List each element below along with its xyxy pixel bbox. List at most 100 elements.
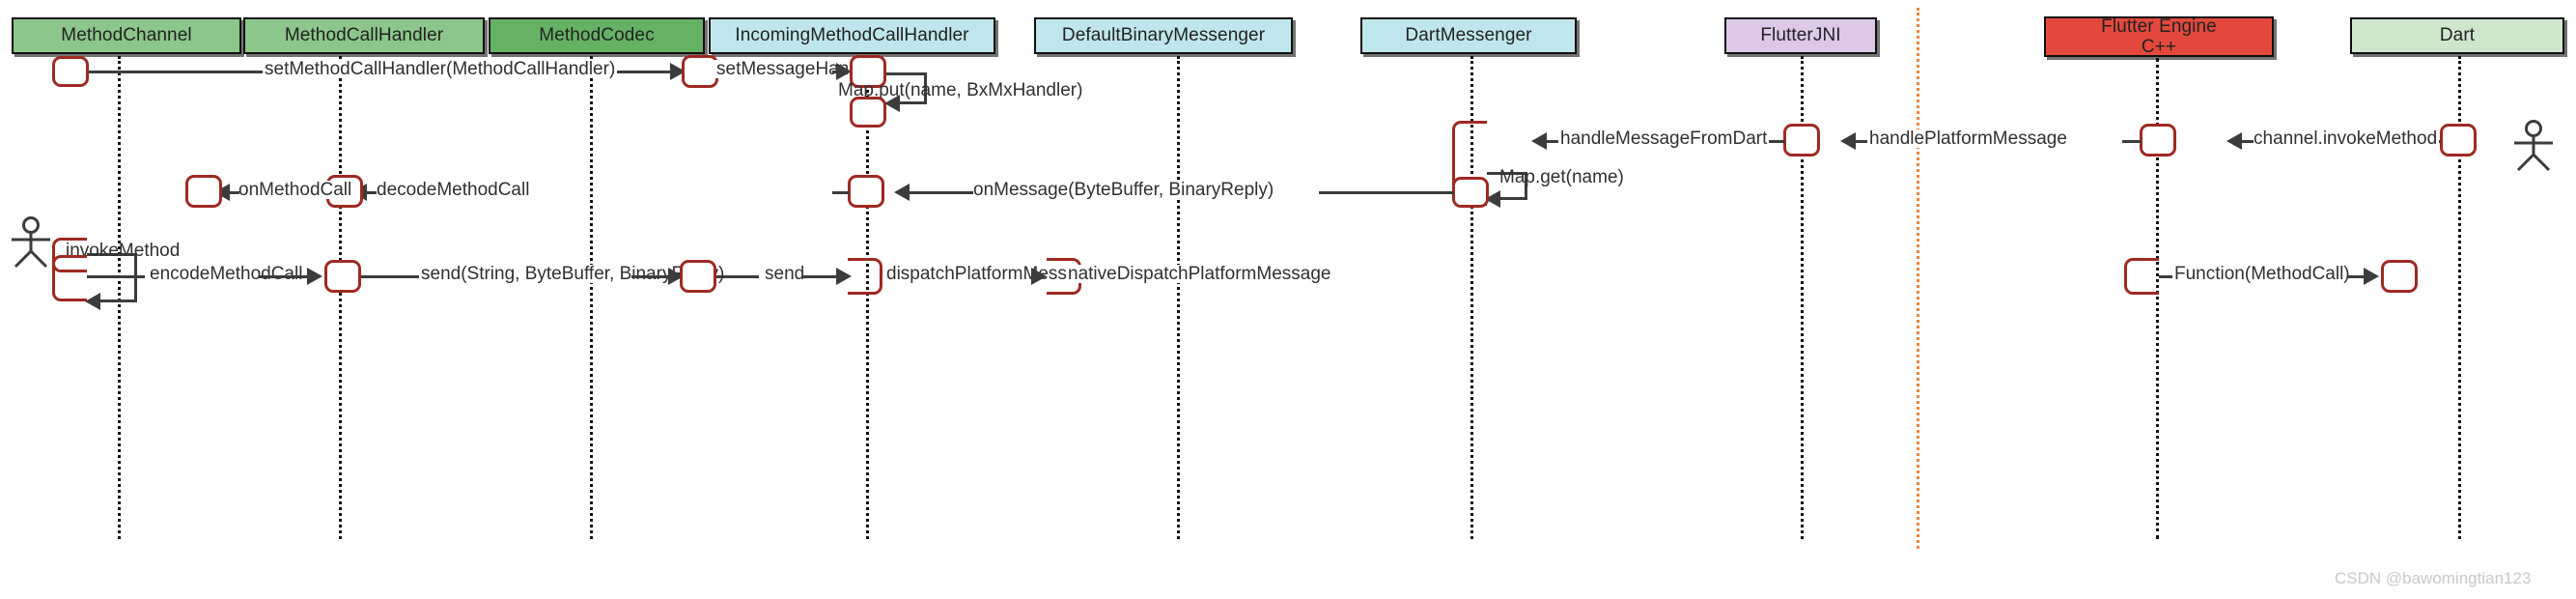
selfmsg-mapput-top bbox=[886, 72, 927, 75]
lifeline-flutterjni bbox=[1801, 56, 1804, 539]
lifeline-flutterengine bbox=[2156, 58, 2159, 539]
participant-label: MethodCodec bbox=[539, 25, 655, 46]
message-label-encodemethodcall: encodeMethodCall bbox=[148, 264, 305, 284]
participant-methodcodec[interactable]: MethodCodec bbox=[489, 17, 705, 54]
arrowhead-onmessage bbox=[894, 184, 910, 201]
message-label-send: send bbox=[763, 264, 807, 284]
activation-flutterengine-function[interactable] bbox=[2124, 258, 2159, 295]
arrowhead-handleplatformmessage bbox=[1840, 132, 1856, 150]
participant-methodcallhandler[interactable]: MethodCallHandler bbox=[243, 17, 485, 54]
participant-label: DartMessenger bbox=[1405, 25, 1532, 46]
activation-methodchannel-invokemethod[interactable] bbox=[52, 238, 87, 272]
selfmsg-mapput-bottom bbox=[888, 101, 927, 104]
lifeline-incomingmethodcallhandler bbox=[866, 56, 869, 539]
arrowhead-dispatchplatformmessage bbox=[1031, 268, 1047, 285]
message-line-handleplatformmessage bbox=[2122, 140, 2142, 143]
participant-flutterengine[interactable]: Flutter Engine C++ bbox=[2044, 16, 2274, 57]
selfmsg-invokemethod-bottom bbox=[89, 300, 137, 302]
message-line-decodemethodcall-head bbox=[363, 191, 377, 194]
participant-label: MethodChannel bbox=[61, 25, 192, 46]
activation-methodcodec-encodemethodcall[interactable] bbox=[324, 260, 361, 293]
activation-dartmessenger-setmessagehandler[interactable] bbox=[850, 55, 886, 88]
message-line-encodemethodcall-head bbox=[259, 275, 311, 278]
participant-label: MethodCallHandler bbox=[284, 25, 444, 46]
watermark: CSDN @bawomingtian123 bbox=[2335, 569, 2532, 587]
participant-dart[interactable]: Dart bbox=[2350, 17, 2564, 54]
participant-flutterjni[interactable]: FlutterJNI bbox=[1724, 17, 1877, 54]
participant-incomingmethodcallhandler[interactable]: IncomingMethodCallHandler bbox=[709, 17, 995, 54]
arrowhead-encodemethodcall bbox=[307, 268, 322, 285]
message-line-handlemessagefromdart-head bbox=[1543, 140, 1558, 143]
message-label-mapput: Map.put(name, BxMxHandler) bbox=[838, 80, 1083, 100]
message-label-invokemethod: invokeMethod bbox=[66, 241, 181, 261]
actor-dart-side bbox=[2514, 120, 2553, 172]
selfmsg-mapget-right bbox=[1525, 172, 1527, 197]
activation-incomingmethodcallhandler-send[interactable] bbox=[680, 260, 716, 293]
selfmsg-invokemethod-top bbox=[87, 253, 137, 256]
message-line-onmethodcall-head bbox=[226, 191, 239, 194]
message-line-encodemethodcall bbox=[87, 275, 145, 278]
message-line-send-full bbox=[361, 275, 421, 278]
participant-label: Dart bbox=[2439, 25, 2476, 46]
activation-dartmessenger-dispatchplatformmessage[interactable] bbox=[848, 258, 882, 295]
actor-platform-side bbox=[12, 216, 50, 269]
activation-incomingmethodcallhandler-onmessage[interactable] bbox=[848, 175, 884, 208]
participant-label: IncomingMethodCallHandler bbox=[735, 25, 969, 46]
participant-methodchannel[interactable]: MethodChannel bbox=[12, 17, 241, 54]
message-line-function-methodcall-head bbox=[2348, 275, 2371, 278]
participant-label: FlutterJNI bbox=[1760, 25, 1841, 46]
arrowhead-invokemethod bbox=[85, 293, 100, 310]
message-line-decodemethodcall bbox=[832, 191, 850, 194]
lifeline-defaultbinarymessenger bbox=[1177, 56, 1180, 539]
arrowhead-send bbox=[836, 268, 852, 285]
activation-dart-function[interactable] bbox=[2381, 260, 2418, 293]
arrowhead-channelinvokemethod bbox=[2226, 132, 2242, 150]
activation-incomingmethodcallhandler-setmessagehandler[interactable] bbox=[682, 55, 718, 88]
lifeline-methodcallhandler bbox=[339, 56, 342, 539]
message-label-channelinvokemethod: channel.invokeMethod bbox=[2252, 128, 2440, 149]
message-label-handlemessagefromdart-text: handleMessageFromDart bbox=[1558, 128, 1770, 149]
activation-dart-invokemethod[interactable] bbox=[2440, 124, 2477, 157]
arrowhead-mapput bbox=[884, 95, 900, 112]
arrowhead-setmessagehandler bbox=[836, 63, 852, 80]
activation-methodchannel-setmethodcallhandler[interactable] bbox=[52, 56, 89, 87]
activation-methodchannel-encodemethodcall[interactable] bbox=[52, 255, 87, 301]
activation-flutterengine-handleplatformmessage[interactable] bbox=[2140, 124, 2176, 157]
message-line-send-head bbox=[803, 275, 848, 278]
message-label-setmethodcallhandler: setMethodCallHandler(MethodCallHandler) bbox=[263, 59, 618, 79]
native-boundary-divider bbox=[1917, 8, 1919, 549]
lifeline-dartmessenger bbox=[1470, 56, 1473, 539]
participant-label: DefaultBinaryMessenger bbox=[1061, 25, 1266, 46]
participant-dartmessenger[interactable]: DartMessenger bbox=[1360, 17, 1577, 54]
selfmsg-mapget-top bbox=[1487, 172, 1527, 175]
message-label-decodemethodcall: decodeMethodCall bbox=[375, 180, 532, 200]
message-line-function-methodcall bbox=[2159, 275, 2174, 278]
message-line-onmessage bbox=[1319, 191, 1454, 194]
message-label-function-methodcall: Function(MethodCall) bbox=[2172, 264, 2352, 284]
arrowhead-function-methodcall bbox=[2364, 268, 2379, 285]
activation-dartmessenger-onmessage[interactable] bbox=[1452, 177, 1489, 208]
arrowhead-mapget bbox=[1485, 190, 1500, 208]
participant-label: Flutter Engine C++ bbox=[2101, 15, 2217, 57]
message-line-channelinvokemethod-head bbox=[2238, 140, 2254, 143]
message-label-send-full: send(String, ByteBuffer, BinaryReply) bbox=[419, 264, 727, 284]
participant-defaultbinarymessenger[interactable]: DefaultBinaryMessenger bbox=[1034, 17, 1293, 54]
activation-dartmessenger-mapput-result[interactable] bbox=[850, 97, 886, 128]
activation-flutterjni-handlemessagefromdart[interactable] bbox=[1783, 124, 1820, 157]
message-line-onmessage-head bbox=[906, 191, 973, 194]
lifeline-methodcodec bbox=[590, 56, 593, 539]
message-label-mapget: Map.get(name) bbox=[1499, 167, 1624, 187]
lifeline-dart bbox=[2458, 56, 2461, 539]
activation-methodcallhandler-onmethodcall[interactable] bbox=[185, 175, 222, 208]
message-label-nativedispatchplatformmessage: nativeDispatchPlatformMessage bbox=[1066, 264, 1333, 284]
message-line-handleplatformmessage-head bbox=[1852, 140, 1867, 143]
message-label-handleplatformmessage: handlePlatformMessage bbox=[1867, 128, 2069, 149]
arrowhead-handlemessagefromdart bbox=[1531, 132, 1547, 150]
selfmsg-mapput-right bbox=[924, 72, 927, 101]
message-label-onmethodcall: onMethodCall bbox=[237, 180, 354, 200]
message-label-onmessage: onMessage(ByteBuffer, BinaryReply) bbox=[971, 180, 1276, 200]
message-line-send bbox=[716, 275, 759, 278]
lifeline-methodchannel bbox=[118, 56, 121, 539]
message-line-send-full-head bbox=[631, 275, 680, 278]
